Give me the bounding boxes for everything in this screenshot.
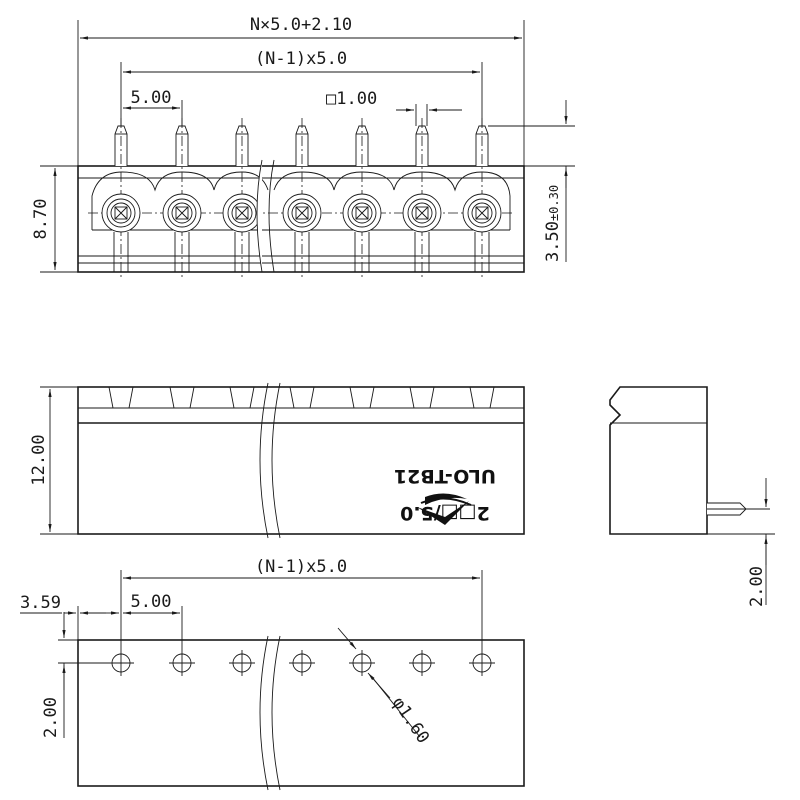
top-view: 2□□/5.0 ULO-TB21 [77, 382, 525, 539]
slot-3 [229, 386, 255, 409]
screw-5 [342, 193, 382, 233]
pitch-code-marking: 2□□/5.0 [400, 502, 490, 524]
side-view [609, 386, 775, 535]
dim-pitch-top: 5.00 [123, 88, 183, 126]
slot-7 [469, 386, 495, 409]
pin-foot-5 [354, 232, 370, 272]
pitch-span-top-label: (N-1)x5.0 [255, 49, 347, 69]
pin-foot-2 [174, 232, 190, 272]
marking-group: 2□□/5.0 ULO-TB21 [394, 465, 496, 524]
dim-front-height: 8.70 [31, 165, 78, 273]
front-view [77, 118, 525, 280]
slot-2 [169, 386, 195, 409]
top-body-outline [77, 386, 525, 535]
dim-pin-square: □1.00 [326, 89, 462, 126]
screw-3 [222, 193, 262, 233]
pcb-hole-4 [289, 650, 315, 676]
slot-4 [289, 386, 315, 409]
pcb-hole-2 [169, 650, 195, 676]
dim-pitch-span-top: (N-1)x5.0 [120, 49, 483, 126]
screw-6 [402, 193, 442, 233]
dim-body-height: 12.00 [29, 386, 78, 535]
pcb-hole-5 [349, 650, 375, 676]
dim-pin-height: 3.50±0.30 [488, 100, 575, 262]
hole-edge-label: 3.59 [20, 593, 61, 613]
dim-pitch-span-bottom: (N-1)x5.0 [120, 557, 483, 650]
slot-1 [108, 386, 134, 409]
dim-pitch-bottom: 5.00 [123, 592, 183, 650]
pin-foot-1 [113, 232, 129, 272]
dim-side-offset: 2.00 [747, 478, 768, 607]
brand-logo-icon [417, 493, 472, 525]
pin-foot-7 [474, 232, 490, 272]
screw-2 [162, 193, 202, 233]
side-offset-label: 2.00 [747, 566, 767, 607]
pitch-bottom-label: 5.00 [131, 592, 172, 612]
dim-hole-edge: 3.59 [20, 593, 119, 640]
screw-1 [101, 193, 141, 233]
pin-foot-4 [294, 232, 310, 272]
pin-foot-6 [414, 232, 430, 272]
pin-square-label: □1.00 [326, 89, 377, 109]
pitch-top-label: 5.00 [131, 88, 172, 108]
pcb-hole-6 [409, 650, 435, 676]
pcb-view [77, 635, 525, 791]
dim-overall-width: N×5.0+2.10 [77, 15, 525, 166]
pin-height-label: 3.50±0.30 [543, 185, 563, 262]
slot-6 [409, 386, 435, 409]
body-height-label: 12.00 [29, 434, 49, 485]
pcb-hole-3 [229, 650, 255, 676]
slot-5 [349, 386, 375, 409]
pitch-span-bottom-label: (N-1)x5.0 [255, 557, 347, 577]
model-marking: ULO-TB21 [394, 465, 496, 487]
pcb-hole-7 [469, 650, 495, 676]
screw-4 [282, 193, 322, 233]
screw-7 [462, 193, 502, 233]
front-height-label: 8.70 [31, 199, 51, 240]
pin-3 [235, 118, 249, 280]
pin-foot-3 [234, 232, 250, 272]
dim-hole-row: 2.00 [41, 612, 112, 738]
overall-width-label: N×5.0+2.10 [250, 15, 352, 35]
hole-row-label: 2.00 [41, 697, 61, 738]
